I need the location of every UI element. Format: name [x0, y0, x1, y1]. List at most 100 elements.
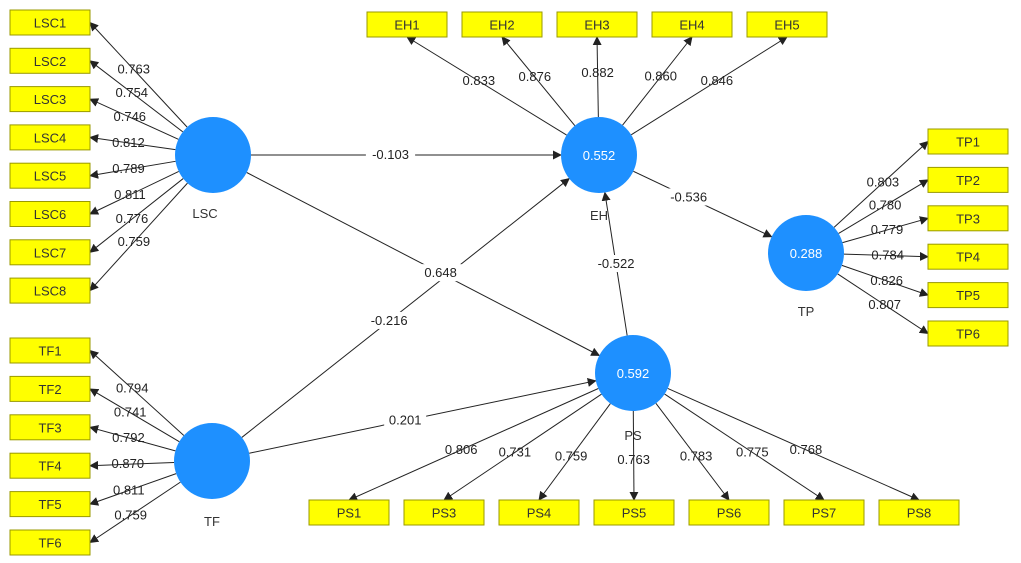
indicator-box-tf6[interactable] — [9, 529, 91, 556]
loading-arrow-ps6 — [655, 403, 730, 501]
outer-loading-eh4: 0.860 — [644, 69, 677, 84]
path-coef-bg-lsc-eh — [365, 146, 416, 163]
outer-loading-ps7: 0.775 — [736, 444, 769, 459]
outer-loading-tf6: 0.759 — [114, 507, 147, 522]
outer-loading-ps5: 0.763 — [617, 452, 650, 467]
indicator-box-lsc8[interactable] — [9, 277, 91, 304]
construct-circle-ps[interactable] — [595, 335, 671, 411]
indicator-label-eh3: EH3 — [584, 18, 609, 33]
outer-loading-eh3: 0.882 — [581, 65, 614, 80]
outer-loading-tf4: 0.870 — [112, 456, 145, 471]
loading-arrow-tf6 — [89, 481, 181, 543]
indicator-label-tf4: TF4 — [38, 459, 61, 474]
indicator-label-ps4: PS4 — [527, 506, 552, 521]
construct-circle-tp[interactable] — [768, 215, 844, 291]
loading-arrow-tp6 — [837, 273, 929, 334]
outer-loading-lsc2: 0.754 — [116, 85, 149, 100]
indicator-box-ps3[interactable] — [403, 499, 485, 526]
loading-arrow-ps7 — [664, 393, 825, 501]
indicator-box-eh2[interactable] — [461, 11, 543, 38]
indicator-box-eh5[interactable] — [746, 11, 828, 38]
indicator-box-tp4[interactable] — [927, 243, 1009, 270]
indicator-box-ps1[interactable] — [308, 499, 390, 526]
indicator-box-tf2[interactable] — [9, 375, 91, 402]
indicator-label-eh1: EH1 — [394, 18, 419, 33]
loading-arrow-tp5 — [841, 264, 929, 297]
indicator-box-tp6[interactable] — [927, 320, 1009, 347]
indicator-label-tp5: TP5 — [956, 288, 980, 303]
indicator-box-ps6[interactable] — [688, 499, 770, 526]
indicator-label-eh2: EH2 — [489, 18, 514, 33]
loading-arrow-ps5 — [629, 410, 639, 501]
outer-loading-tf3: 0.792 — [112, 430, 145, 445]
outer-loading-tf5: 0.811 — [113, 482, 145, 497]
construct-name-lsc: LSC — [192, 206, 217, 221]
outer-loading-tp5: 0.826 — [870, 273, 903, 288]
path-coef-bg-ps-eh — [591, 255, 641, 272]
path-coefficient-ps-to-eh: -0.522 — [598, 256, 635, 271]
indicator-box-lsc4[interactable] — [9, 124, 91, 151]
loading-arrow-lsc8 — [89, 182, 188, 292]
indicator-label-lsc5: LSC5 — [34, 169, 67, 184]
indicator-box-lsc2[interactable] — [9, 47, 91, 74]
loading-arrow-eh1 — [406, 36, 567, 136]
indicator-box-tp1[interactable] — [927, 128, 1009, 155]
loading-arrow-ps1 — [348, 388, 599, 501]
indicator-box-tf3[interactable] — [9, 414, 91, 441]
indicator-box-tp5[interactable] — [927, 282, 1009, 309]
indicator-label-ps7: PS7 — [812, 506, 837, 521]
loading-arrow-eh5 — [630, 36, 788, 136]
indicator-label-tp3: TP3 — [956, 211, 980, 226]
loading-arrow-lsc2 — [89, 60, 184, 133]
indicator-box-lsc1[interactable] — [9, 9, 91, 36]
indicator-label-eh5: EH5 — [774, 18, 799, 33]
loading-arrow-lsc4 — [89, 134, 176, 151]
indicator-box-ps7[interactable] — [783, 499, 865, 526]
indicator-label-tf3: TF3 — [38, 420, 61, 435]
indicator-box-eh1[interactable] — [366, 11, 448, 38]
loading-arrow-tp1 — [833, 140, 929, 228]
indicator-label-lsc3: LSC3 — [34, 92, 67, 107]
outer-loading-ps3: 0.731 — [499, 444, 532, 459]
outer-loading-eh1: 0.833 — [463, 73, 496, 88]
construct-name-ps: PS — [624, 428, 642, 443]
loading-arrow-lsc5 — [89, 160, 176, 179]
indicator-label-tf5: TF5 — [38, 497, 61, 512]
indicator-box-tp2[interactable] — [927, 166, 1009, 193]
outer-loading-lsc4: 0.812 — [112, 135, 145, 150]
construct-circle-eh[interactable] — [561, 117, 637, 193]
loading-arrow-eh4 — [622, 36, 693, 126]
r-squared-eh: 0.552 — [583, 148, 616, 163]
outer-loading-tp4: 0.784 — [871, 247, 904, 262]
loading-arrow-lsc1 — [89, 21, 188, 128]
indicator-box-lsc5[interactable] — [9, 162, 91, 189]
path-coefficient-eh-to-tp: -0.536 — [670, 189, 707, 204]
loading-arrow-tf1 — [89, 349, 185, 436]
indicator-box-ps8[interactable] — [878, 499, 960, 526]
indicator-box-lsc7[interactable] — [9, 239, 91, 266]
indicator-box-eh4[interactable] — [651, 11, 733, 38]
indicator-box-tf4[interactable] — [9, 452, 91, 479]
outer-loading-eh2: 0.876 — [519, 69, 552, 84]
indicator-box-lsc6[interactable] — [9, 201, 91, 227]
indicator-label-ps8: PS8 — [907, 506, 932, 521]
indicator-box-tf1[interactable] — [9, 337, 91, 364]
construct-circle-tf[interactable] — [174, 423, 250, 499]
indicator-label-lsc4: LSC4 — [34, 130, 67, 145]
indicator-box-eh3[interactable] — [556, 11, 638, 38]
path-coefficient-lsc-to-eh: -0.103 — [372, 147, 409, 162]
indicator-box-tf5[interactable] — [9, 491, 91, 518]
indicator-box-tp3[interactable] — [927, 205, 1009, 232]
construct-name-tp: TP — [798, 304, 815, 319]
outer-loading-ps8: 0.768 — [790, 442, 823, 457]
construct-circle-lsc[interactable] — [175, 117, 251, 193]
indicator-label-ps3: PS3 — [432, 506, 457, 521]
outer-loading-lsc7: 0.776 — [116, 211, 149, 226]
loading-arrow-tp2 — [838, 179, 929, 234]
r-squared-ps: 0.592 — [617, 366, 650, 381]
indicator-box-lsc3[interactable] — [9, 86, 91, 113]
indicator-box-ps5[interactable] — [593, 499, 675, 526]
path-coefficient-lsc-to-ps: 0.648 — [424, 265, 457, 280]
indicator-box-ps4[interactable] — [498, 499, 580, 526]
